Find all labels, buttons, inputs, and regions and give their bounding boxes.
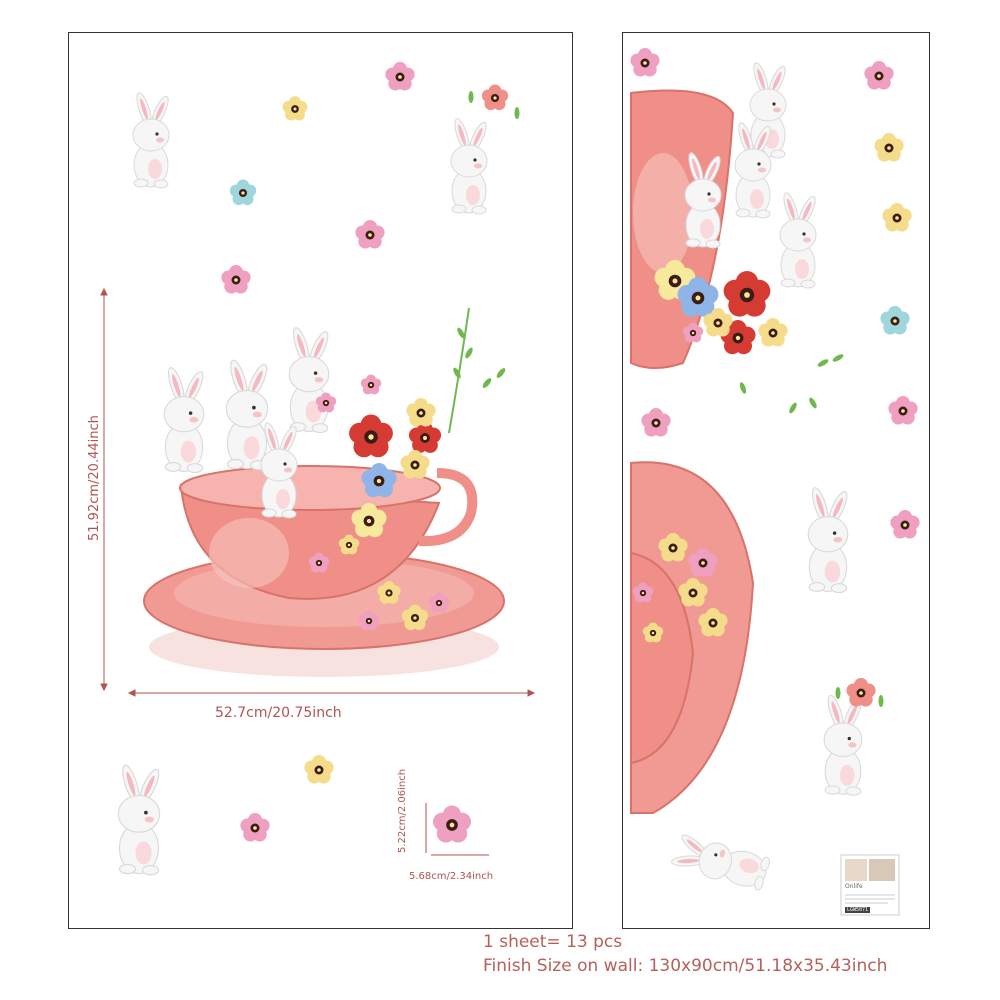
- flower-icon: [433, 805, 471, 843]
- product-tag: [840, 854, 900, 916]
- bunny-icon: [117, 762, 163, 876]
- bunny-icon: [260, 420, 300, 519]
- right-sheet-artwork: [630, 48, 920, 916]
- bunny-icon: [132, 90, 172, 189]
- flower-crown-icon: [468, 84, 520, 119]
- caption-finish-size: Finish Size on wall: 130x90cm/51.18x35.4…: [483, 956, 888, 976]
- bunny-icon: [163, 365, 207, 474]
- sticker-sheet-right: Onlife LGW5071: [622, 32, 930, 929]
- flower-icon: [882, 203, 912, 232]
- teacup-icon: [630, 89, 735, 369]
- small-height-dimension-label: 5.22cm/2.06inch: [397, 768, 408, 853]
- flower-icon: [221, 265, 251, 294]
- flower-icon: [282, 96, 308, 121]
- flower-icon: [641, 408, 671, 437]
- flower-icon: [880, 306, 910, 335]
- flower-icon: [890, 510, 920, 539]
- flower-icon: [385, 62, 415, 91]
- height-dimension-label: 51.92cm/20.44inch: [87, 415, 102, 541]
- bunny-icon: [807, 485, 851, 594]
- flower-icon: [229, 179, 257, 206]
- bunny-icon: [823, 693, 865, 796]
- small-width-dimension-label: 5.68cm/2.34inch: [409, 871, 494, 882]
- brand-label: Onlife: [845, 883, 863, 890]
- flower-icon: [864, 61, 894, 90]
- bunny-icon: [225, 357, 271, 471]
- saucer-icon: [630, 461, 755, 814]
- bouquet-icon: [308, 307, 507, 631]
- bunny-icon: [450, 116, 490, 215]
- sku-label: LGW5071: [845, 907, 871, 913]
- flower-icon: [630, 48, 660, 77]
- flower-crown-icon: [835, 678, 884, 707]
- flower-icon: [240, 813, 270, 842]
- flower-icon: [888, 396, 918, 425]
- left-sheet-artwork: [100, 62, 536, 876]
- flower-icon: [304, 755, 334, 784]
- sticker-sheet-left: 51.92cm/20.44inch 52.7cm/20.75inch 5.22c…: [68, 32, 573, 929]
- caption-piece-count: 1 sheet= 13 pcs: [483, 932, 623, 952]
- bunny-icon: [779, 190, 819, 289]
- dimension-lines: [100, 287, 536, 856]
- bunny-icon: [667, 829, 773, 893]
- bunny-icon: [288, 325, 332, 434]
- width-dimension-label: 52.7cm/20.75inch: [215, 705, 342, 721]
- flower-icon: [874, 133, 904, 162]
- flower-icon: [355, 220, 385, 249]
